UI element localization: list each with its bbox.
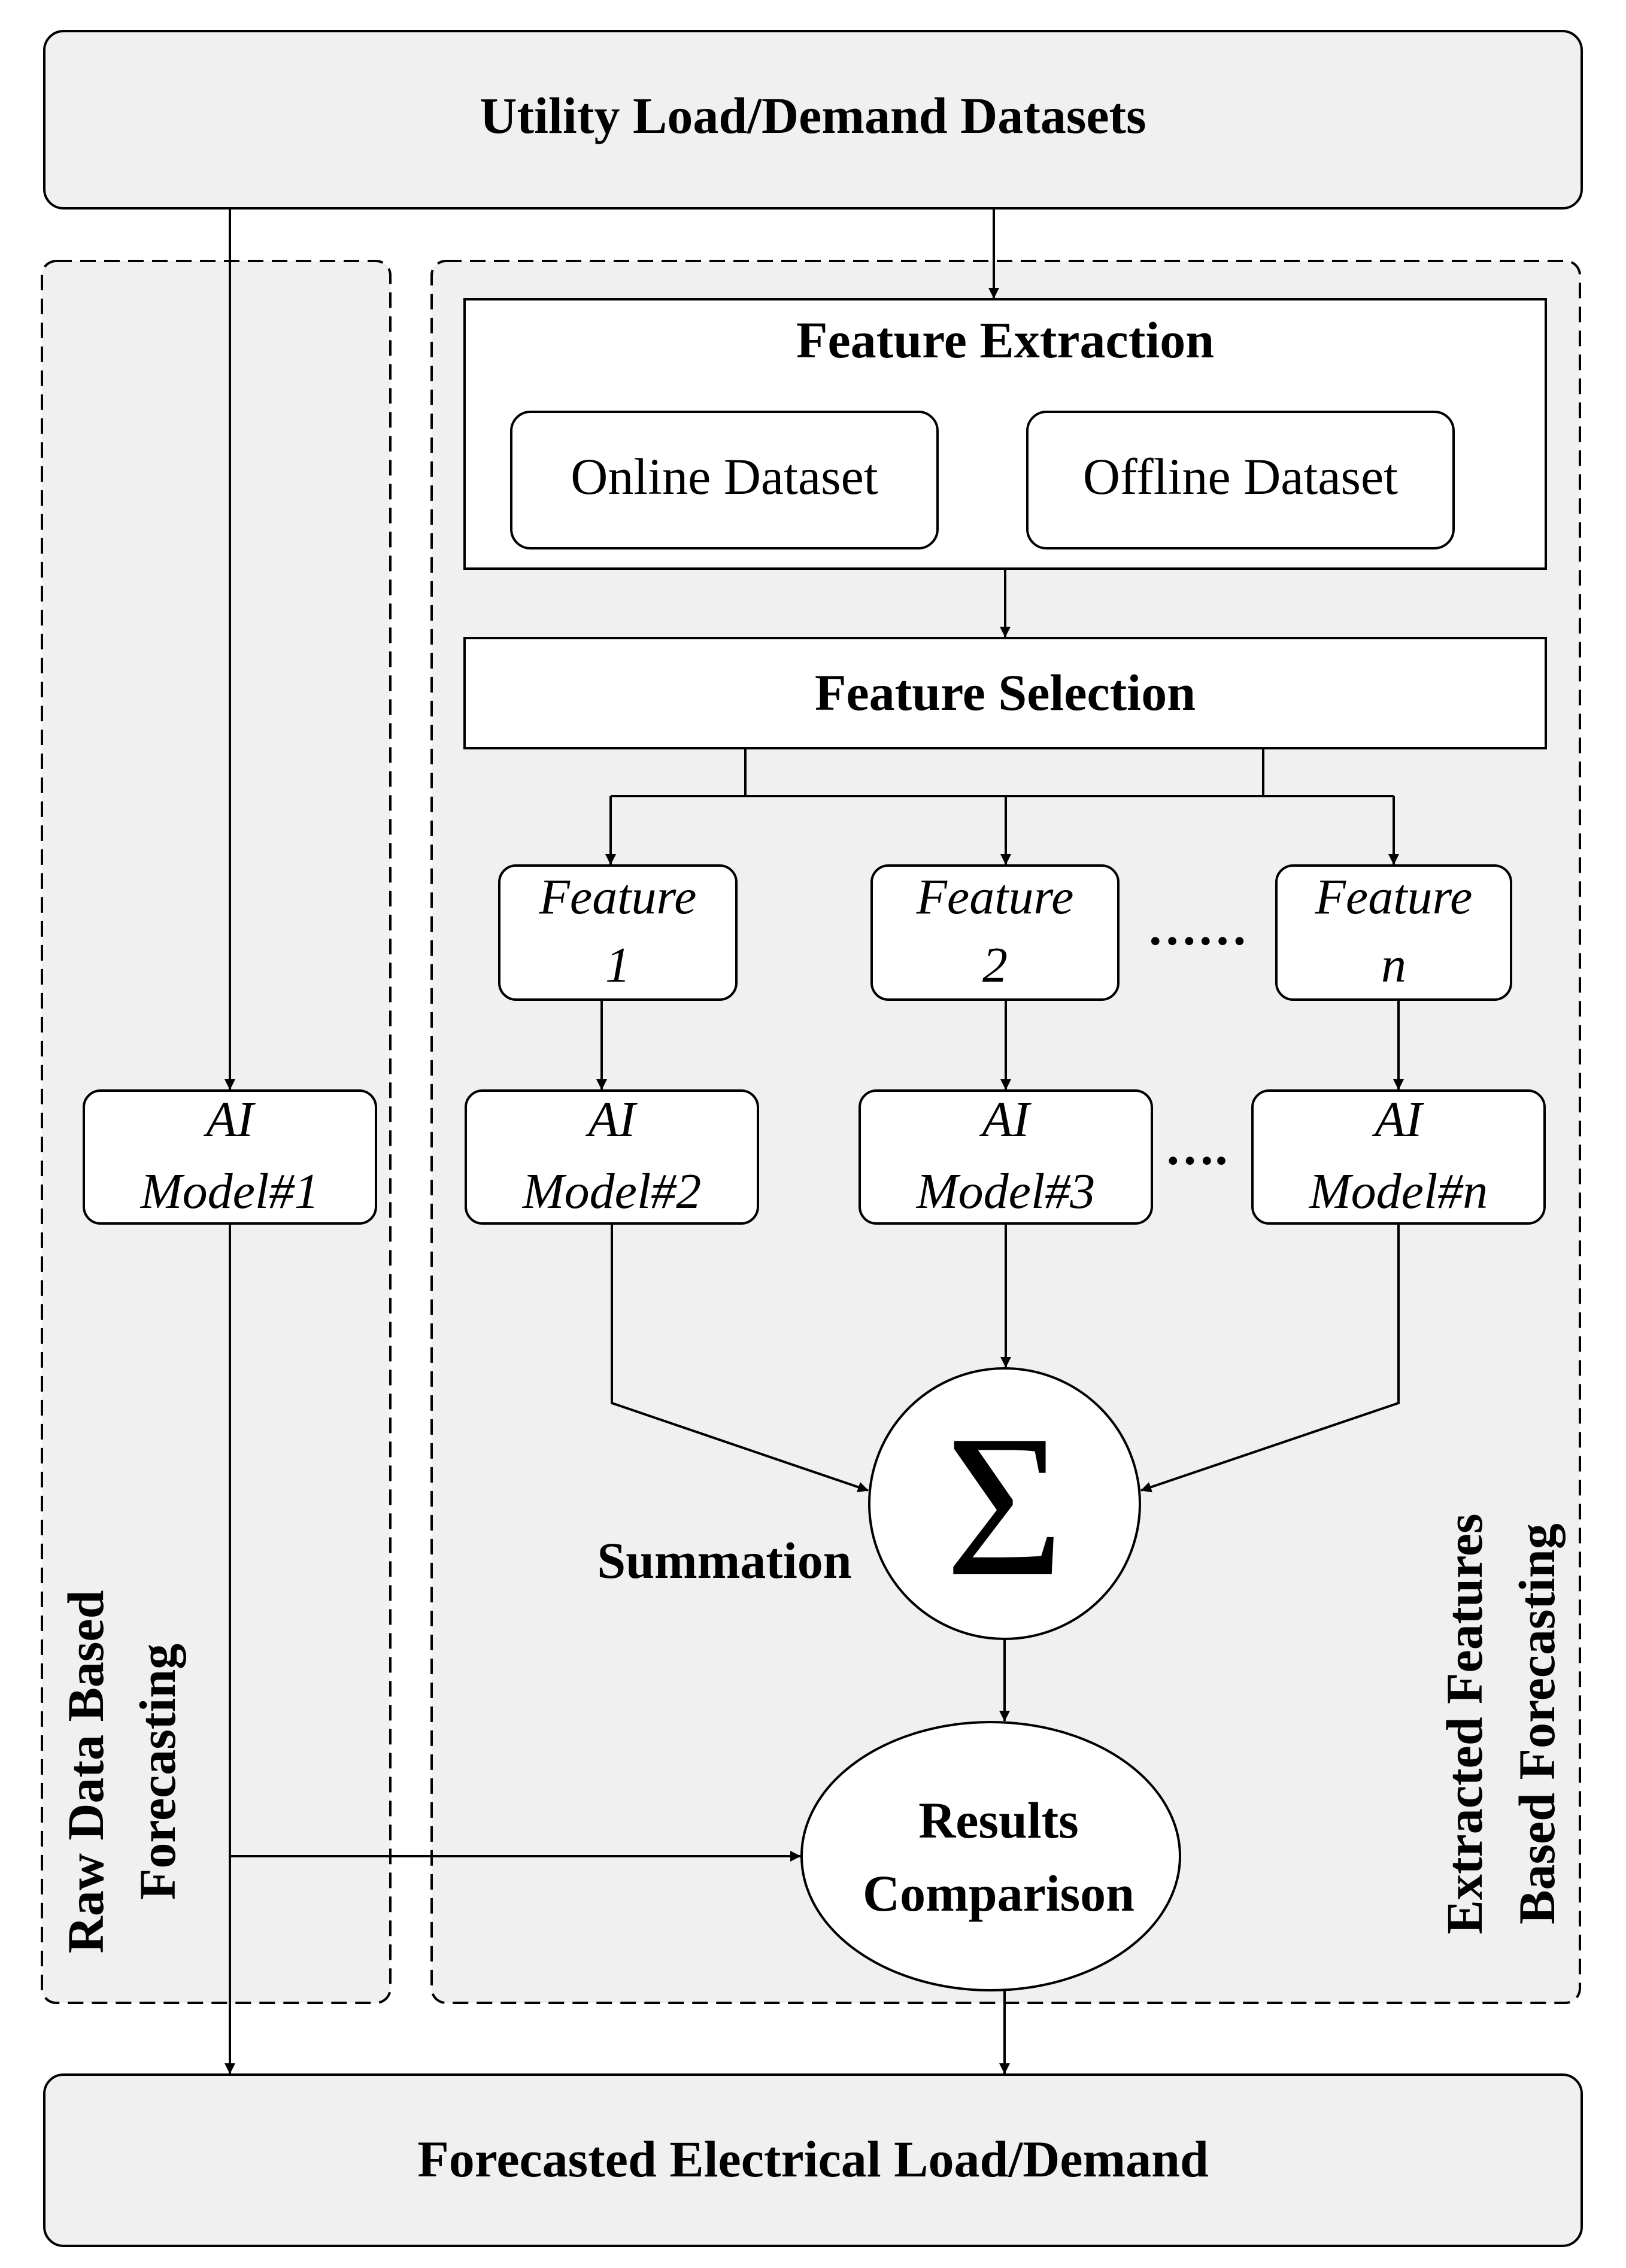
results-line2: Comparison: [863, 1865, 1134, 1922]
feature-selection-title: Feature Selection: [815, 664, 1196, 721]
offline-dataset-box: [1026, 411, 1455, 549]
raw-data-label-line2: Forecasting: [129, 1644, 186, 1900]
online-dataset-box: [510, 411, 939, 549]
feature-1-line2: 1: [605, 937, 630, 993]
feature-n-line1: Feature: [1315, 869, 1473, 925]
offline-dataset-label: Offline Dataset: [1083, 448, 1398, 505]
summation-label: Summation: [597, 1532, 851, 1589]
ai-model-n-line1: AI: [1372, 1092, 1424, 1147]
extracted-features-label-line2: Based Forecasting: [1508, 1523, 1566, 1924]
ai-model-n-line2: Model#n: [1309, 1164, 1488, 1219]
feature-extraction-title: Feature Extraction: [796, 311, 1214, 369]
feature-2-line2: 2: [982, 937, 1008, 993]
forecasted-demand-label: Forecasted Electrical Load/Demand: [417, 2130, 1209, 2188]
feature-n-box: [1275, 864, 1512, 1001]
ai-model-2-line2: Model#2: [522, 1164, 702, 1219]
ai-model-3-line1: AI: [979, 1092, 1032, 1147]
online-dataset-label: Online Dataset: [571, 448, 878, 505]
utility-datasets-label: Utility Load/Demand Datasets: [480, 87, 1146, 144]
feature-2-line1: Feature: [916, 869, 1074, 925]
ai-model-1-line2: Model#1: [140, 1164, 320, 1219]
models-ellipsis: ….: [1165, 1120, 1228, 1176]
feature-2-box: [870, 864, 1120, 1001]
ai-model-1-line1: AI: [203, 1092, 256, 1147]
raw-data-label-line1: Raw Data Based: [57, 1590, 114, 1954]
utility-datasets-box: [43, 30, 1583, 210]
results-comparison-node: [800, 1721, 1181, 1991]
ai-model-2-line1: AI: [585, 1092, 638, 1147]
features-ellipsis: ……: [1147, 900, 1248, 956]
ai-model-3-line2: Model#3: [916, 1164, 1096, 1219]
arrow-model-n-to-summation: [1140, 1223, 1400, 1493]
summation-symbol: Σ: [945, 1393, 1064, 1619]
results-line1: Results: [918, 1792, 1079, 1849]
arrow-model-2-to-summation: [611, 1223, 869, 1493]
feature-n-line2: n: [1381, 937, 1406, 993]
feature-1-box: [498, 864, 738, 1001]
extracted-features-label-line1: Extracted Features: [1436, 1514, 1493, 1935]
forecasted-demand-box: [43, 2073, 1583, 2247]
feature-selection-box: [463, 637, 1547, 749]
feature-1-line1: Feature: [539, 869, 697, 925]
